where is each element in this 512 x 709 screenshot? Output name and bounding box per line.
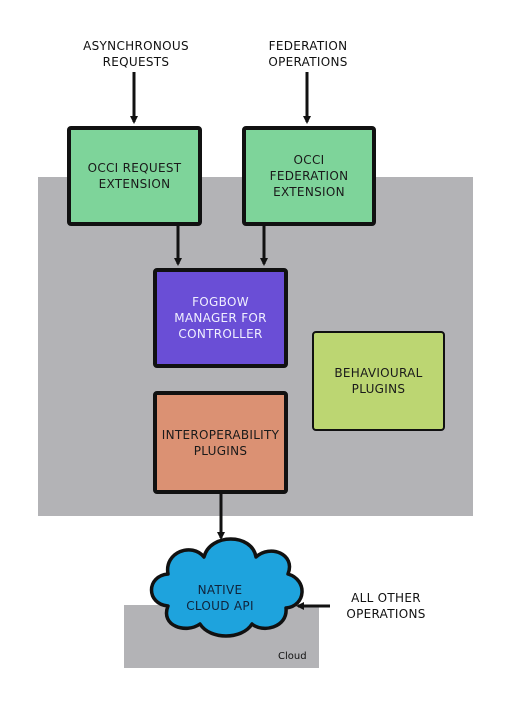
occi-federation-extension-label: OCCI FEDERATION EXTENSION <box>269 153 349 199</box>
native-cloud-api-shape <box>149 537 304 638</box>
occi-request-extension-box: OCCI REQUEST EXTENSION <box>67 126 202 226</box>
async-requests-label: ASYNCHRONOUS REQUESTS <box>83 39 189 69</box>
behavioural-plugins-box: BEHAVIOURAL PLUGINS <box>312 331 445 431</box>
native-cloud-api-label: NATIVE CLOUD API <box>186 583 254 613</box>
cloud-panel-label: Cloud <box>278 651 307 662</box>
behavioural-plugins-label: BEHAVIOURAL PLUGINS <box>334 366 423 396</box>
fogbow-manager-box: FOGBOW MANAGER FOR CONTROLLER <box>153 268 288 368</box>
occi-request-extension-label: OCCI REQUEST EXTENSION <box>87 161 182 191</box>
interoperability-plugins-box: INTEROPERABILITY PLUGINS <box>153 391 288 494</box>
federation-operations-label: FEDERATION OPERATIONS <box>268 39 348 69</box>
all-other-operations-label: ALL OTHER OPERATIONS <box>346 591 426 621</box>
fogbow-manager-label: FOGBOW MANAGER FOR CONTROLLER <box>174 295 267 341</box>
occi-federation-extension-box: OCCI FEDERATION EXTENSION <box>242 126 376 226</box>
interoperability-plugins-label: INTEROPERABILITY PLUGINS <box>161 427 280 458</box>
